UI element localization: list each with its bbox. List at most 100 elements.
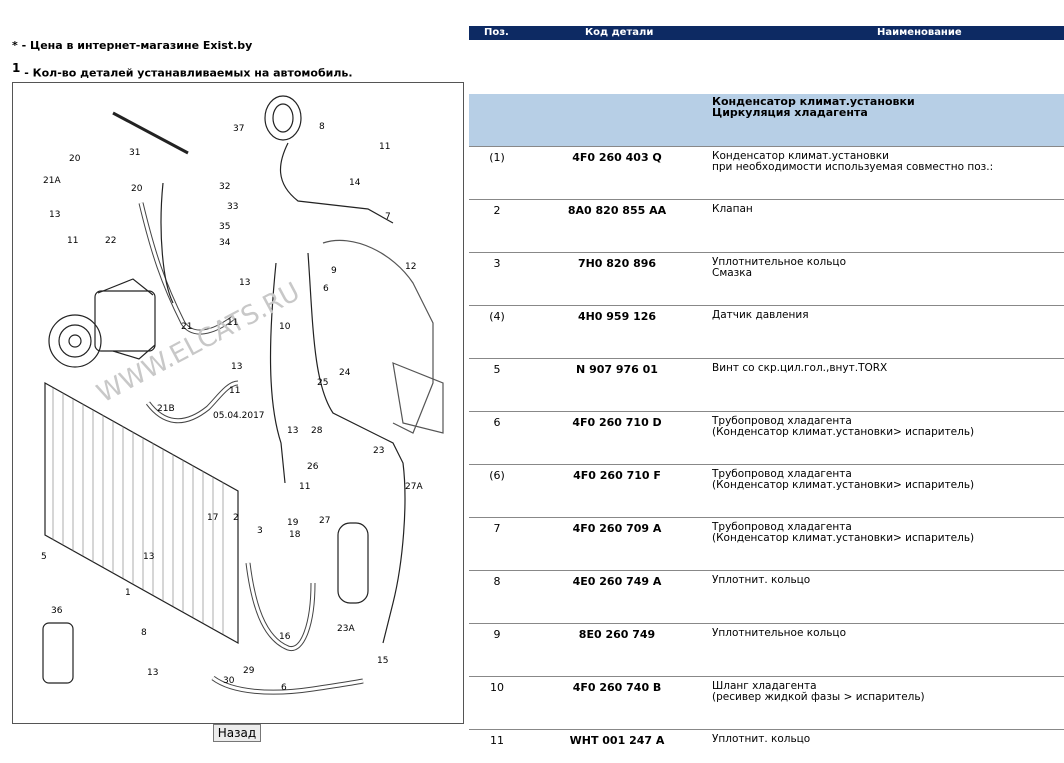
- row-code[interactable]: WHT 001 247 A: [569, 734, 665, 747]
- callout-label: 16: [279, 632, 291, 642]
- legend: * - Цена в интернет-магазине Exist.by 1 …: [12, 34, 353, 85]
- parts-table: Поз. Код детали Наименование Конденсатор…: [469, 26, 1064, 763]
- legend-price-line: * - Цена в интернет-магазине Exist.by: [12, 34, 353, 57]
- back-button[interactable]: Назад: [213, 724, 261, 742]
- row-name-line1: Трубопровод хладагента: [712, 521, 852, 533]
- row-code[interactable]: 4F0 260 709 A: [572, 522, 662, 535]
- row-code[interactable]: 4E0 260 749 A: [572, 575, 662, 588]
- row-code[interactable]: 8A0 820 855 AA: [567, 204, 667, 217]
- row-name-line1: Шланг хладагента: [712, 680, 817, 692]
- row-pos: 9: [493, 628, 501, 641]
- header-pos: Поз.: [484, 27, 509, 38]
- receiver-drier: [337, 522, 369, 604]
- row-code[interactable]: 7H0 820 896: [577, 257, 657, 270]
- row-name: Клапан: [712, 204, 753, 215]
- callout-label: 13: [231, 362, 242, 372]
- row-name-line1: Уплотнит. кольцо: [712, 733, 811, 745]
- row-code[interactable]: 8E0 260 749: [578, 628, 656, 641]
- row-name-line1: Клапан: [712, 203, 753, 215]
- callout-label: 11: [67, 236, 78, 246]
- callout-label: 13: [147, 668, 158, 678]
- legend-quantity-line: 1 - Кол-во деталей устанавливаемых на ав…: [12, 57, 353, 85]
- legend-one-symbol: 1: [12, 61, 21, 75]
- row-name: Трубопровод хладагента(Конденсатор клима…: [712, 469, 974, 491]
- row-name-line1: Конденсатор климат.установки: [712, 150, 889, 162]
- callout-label: 13: [143, 552, 154, 562]
- callout-label: 30: [223, 676, 235, 686]
- callout-label: 9: [331, 266, 337, 276]
- callout-label: 20: [69, 154, 81, 164]
- callout-label: 17: [207, 513, 218, 523]
- row-code[interactable]: N 907 976 01: [576, 363, 658, 376]
- callout-label: 18: [289, 530, 301, 540]
- row-code[interactable]: 4F0 260 740 B: [572, 681, 662, 694]
- row-name: Трубопровод хладагента(Конденсатор клима…: [712, 416, 974, 438]
- callout-label: 2: [233, 513, 239, 523]
- table-row[interactable]: (4) 4H0 959 126 Датчик давления: [469, 305, 1064, 358]
- callout-label: 37: [233, 124, 244, 134]
- legend-star-symbol: *: [12, 39, 18, 52]
- header-code: Код детали: [585, 27, 654, 38]
- callout-label: 14: [349, 178, 361, 188]
- row-pos: (6): [489, 469, 505, 482]
- row-code[interactable]: 4F0 260 710 D: [572, 416, 662, 429]
- callout-label: 11: [379, 142, 390, 152]
- row-pos: 11: [490, 734, 504, 747]
- callout-label: 28: [311, 426, 323, 436]
- row-code[interactable]: 4F0 260 403 Q: [572, 151, 662, 164]
- callout-label: 23A: [337, 624, 355, 634]
- callout-label: 36: [51, 606, 63, 616]
- callout-label: 8: [141, 628, 147, 638]
- refrigerant-can: [42, 622, 74, 684]
- callout-label: 27A: [405, 482, 423, 492]
- legend-quantity-text: - Кол-во деталей устанавливаемых на авто…: [20, 66, 353, 80]
- callout-label: 20: [131, 184, 143, 194]
- legend-price-text: - Цена в интернет-магазине Exist.by: [17, 39, 253, 52]
- table-row[interactable]: 9 8E0 260 749 Уплотнительное кольцо: [469, 623, 1064, 676]
- row-name-line1: Уплотнительное кольцо: [712, 256, 847, 268]
- callout-label: 21B: [157, 404, 175, 414]
- callout-label: 25: [317, 378, 328, 388]
- table-row[interactable]: 10 4F0 260 740 B Шланг хладагента(ресивер …: [469, 676, 1064, 729]
- row-name: Шланг хладагента(ресивер жидкой фазы > и…: [712, 681, 925, 703]
- row-pos: 10: [490, 681, 504, 694]
- callout-label: 13: [239, 278, 250, 288]
- callout-label: 10: [279, 322, 291, 332]
- row-pos: (1): [489, 151, 505, 164]
- table-row[interactable]: (6) 4F0 260 710 F Трубопровод хладагента(К…: [469, 464, 1064, 517]
- row-name-line1: Датчик давления: [712, 309, 809, 321]
- blank-row: [469, 40, 1064, 94]
- row-name-line1: Трубопровод хладагента: [712, 468, 852, 480]
- callout-label: 27: [319, 516, 330, 526]
- callout-label: 7: [385, 212, 391, 222]
- row-code[interactable]: 4H0 959 126: [577, 310, 657, 323]
- row-pos: (4): [489, 310, 505, 323]
- callout-label: 24: [339, 368, 351, 378]
- callout-label: 11: [229, 386, 240, 396]
- row-code[interactable]: 4F0 260 710 F: [573, 469, 661, 482]
- callout-label: 3: [257, 526, 263, 536]
- table-row[interactable]: 2 8A0 820 855 AA Клапан: [469, 199, 1064, 252]
- group-title: Конденсатор климат.установки Циркуляция …: [712, 96, 915, 118]
- row-pos: 2: [493, 204, 501, 217]
- row-name-line1: Уплотнительное кольцо: [712, 627, 847, 639]
- table-header: Поз. Код детали Наименование: [469, 26, 1064, 40]
- compressor-pulley: [48, 314, 102, 368]
- callout-label: 1: [125, 588, 131, 598]
- row-name-line1: Винт со скр.цил.гол.,внут.TORX: [712, 362, 888, 374]
- row-name: Уплотнительное кольцо: [712, 628, 846, 639]
- row-name-line2: (ресивер жидкой фазы > испаритель): [712, 691, 925, 703]
- table-row[interactable]: 11 WHT 001 247 A Уплотнит. кольцо: [469, 729, 1064, 763]
- table-row[interactable]: (1) 4F0 260 403 Q Конденсатор климат.устан…: [469, 146, 1064, 199]
- callout-label: 15: [377, 656, 388, 666]
- callout-label: 6: [281, 683, 287, 693]
- row-pos: 8: [493, 575, 501, 588]
- row-name-line2: (Конденсатор климат.установки> испарител…: [712, 479, 975, 491]
